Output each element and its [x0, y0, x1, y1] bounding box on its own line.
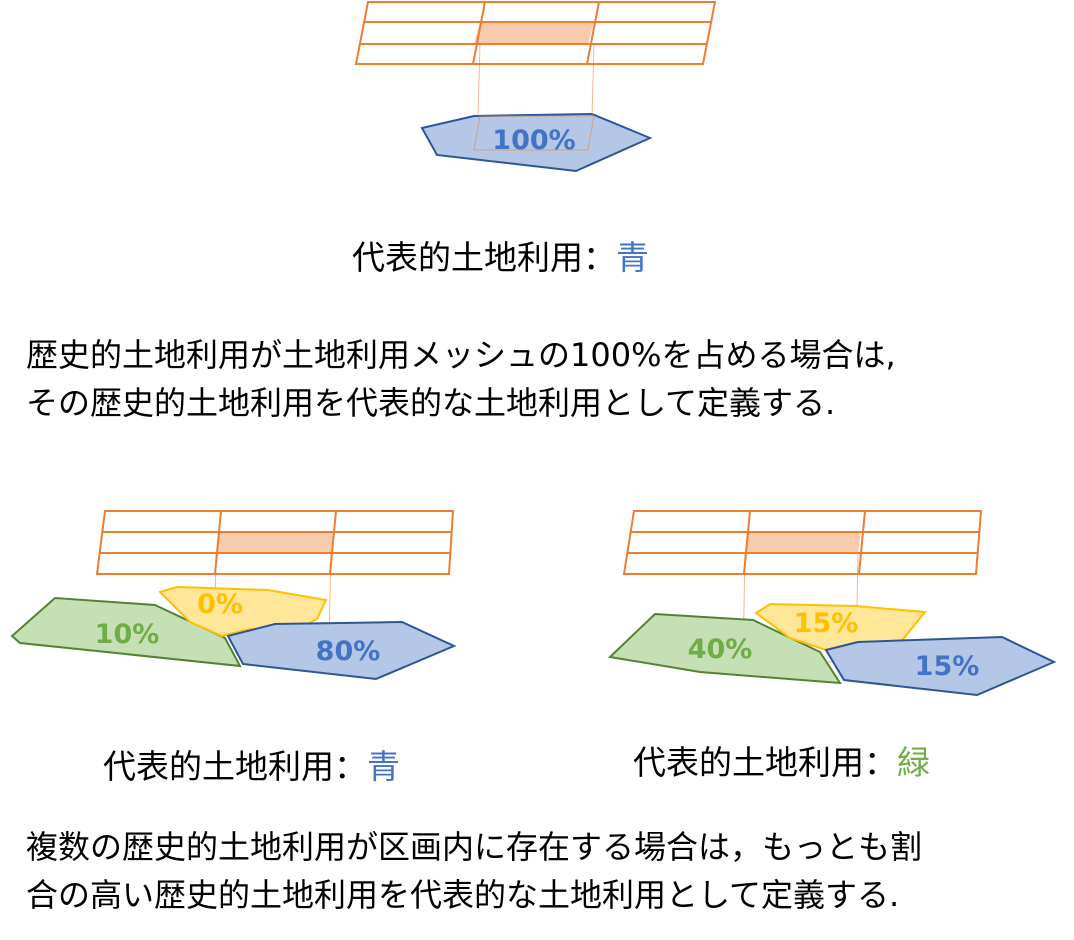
percentage-label-green: 40% — [688, 634, 753, 665]
diagram-top: 100% — [354, 1, 717, 173]
percentage-label-yellow: 15% — [794, 608, 859, 639]
land-use-mesh-grid — [354, 1, 717, 65]
caption-value-blue: 青 — [367, 747, 400, 786]
land-use-mesh-grid — [95, 510, 455, 575]
paragraph-multiple-land-use: 複数の歴史的土地利用が区画内に存在する場合は，もっとも割 合の高い歴史的土地利用… — [26, 823, 922, 919]
historical-land-use-polygon-green — [607, 612, 842, 685]
historical-land-use-polygon-blue — [226, 620, 457, 681]
mesh-grid-outline — [95, 510, 455, 575]
caption-prefix: 代表的土地利用： — [633, 743, 897, 782]
projection-lines — [473, 43, 595, 151]
historical-land-use-polygon-green — [10, 596, 242, 668]
historical-land-use-polygon-blue — [420, 112, 653, 173]
mesh-grid-col-line — [586, 1, 600, 65]
caption-prefix: 代表的土地利用： — [103, 747, 367, 786]
paragraph-line: 複数の歴史的土地利用が区画内に存在する場合は，もっとも割 — [26, 828, 923, 866]
caption-prefix: 代表的土地利用： — [352, 238, 616, 277]
paragraph-single-land-use: 歴史的土地利用が土地利用メッシュの100%を占める場合は, その歴史的土地利用を… — [26, 331, 896, 427]
land-use-mesh-grid — [622, 510, 983, 575]
paragraph-line: 合の高い歴史的土地利用を代表的な土地利用として定義する. — [26, 876, 900, 914]
diagram-right: 40% 15% 15% — [607, 510, 1057, 697]
caption-left: 代表的土地利用：青 — [103, 740, 400, 788]
percentage-label-blue: 80% — [316, 636, 381, 667]
mesh-cell-highlight — [474, 22, 594, 44]
percentage-label-yellow: 0% — [197, 589, 243, 620]
percentage-label-green: 10% — [95, 619, 160, 650]
paragraph-line: 歴史的土地利用が土地利用メッシュの100%を占める場合は, — [26, 336, 896, 374]
diagram-left: 10% 0% 80% — [10, 510, 457, 681]
mesh-grid-col-line — [858, 510, 866, 575]
mesh-grid-outline — [622, 510, 983, 575]
historical-land-use-polygon-blue — [824, 635, 1057, 697]
percentage-label-blue: 15% — [915, 651, 980, 682]
caption-top: 代表的土地利用：青 — [352, 231, 649, 279]
percentage-label-blue: 100% — [492, 125, 575, 156]
caption-value-green: 緑 — [897, 743, 930, 782]
caption-value-blue: 青 — [616, 238, 649, 277]
paragraph-line: その歴史的土地利用を代表的な土地利用として定義する. — [26, 384, 836, 422]
caption-right: 代表的土地利用：緑 — [633, 736, 930, 784]
mesh-cell-highlight — [216, 532, 333, 553]
mesh-grid-col-line — [472, 1, 486, 65]
mesh-cell-highlight — [745, 532, 861, 553]
